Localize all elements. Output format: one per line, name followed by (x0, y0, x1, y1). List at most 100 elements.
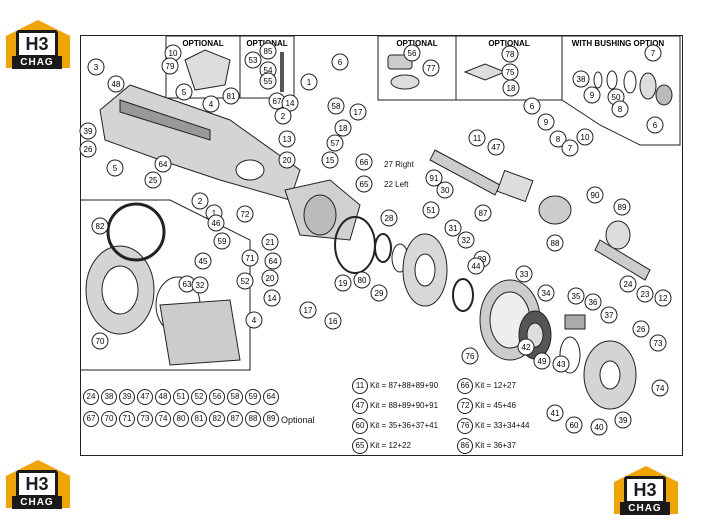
callout-29: 29 (370, 284, 388, 302)
callout-60: 60 (565, 416, 583, 434)
callout-9: 9 (537, 113, 555, 131)
callout-number: 80 (358, 276, 367, 285)
callout-number: 37 (605, 311, 614, 320)
optional-part-number: 88 (245, 410, 261, 427)
optional-part-number: 24 (83, 388, 99, 405)
callout-number: 63 (183, 280, 192, 289)
callout-number: 89 (618, 203, 627, 212)
optional-box-4-title: OPTIONAL (488, 39, 529, 48)
callout-number: 45 (199, 257, 208, 266)
callout-number: 39 (619, 416, 628, 425)
callout-number: 20 (283, 156, 292, 165)
callout-number: 87 (479, 209, 488, 218)
callout-number: 66 (360, 158, 369, 167)
callout-number: 82 (96, 222, 105, 231)
callout-8: 8 (549, 130, 567, 148)
callout-17: 17 (299, 301, 317, 319)
callout-34: 34 (537, 284, 555, 302)
callout-number: 35 (572, 292, 581, 301)
kit-number: 65 (352, 438, 368, 454)
callout-number: 51 (427, 206, 436, 215)
optional-box-1-title: OPTIONAL (182, 39, 223, 48)
optional-part-number: 56 (209, 388, 225, 405)
callout-number: 26 (637, 325, 646, 334)
callout-number: 70 (96, 337, 105, 346)
callout-number: 28 (385, 214, 394, 223)
callout-56: 56 (403, 44, 421, 62)
callout-39: 39 (79, 122, 97, 140)
callout-number: 65 (360, 180, 369, 189)
callout-2: 2 (191, 192, 209, 210)
callout-21: 21 (261, 233, 279, 251)
callout-number: 23 (641, 290, 650, 299)
callout-32: 32 (457, 231, 475, 249)
callout-25: 25 (144, 171, 162, 189)
callout-14: 14 (281, 94, 299, 112)
logo-tag-text: CHAG (620, 502, 670, 515)
callout-number: 74 (656, 384, 665, 393)
callout-42: 42 (517, 338, 535, 356)
kit-number: 76 (457, 418, 473, 434)
kit-text: Kit = 36+37 (475, 441, 516, 451)
optional-part-number: 73 (137, 410, 153, 427)
callout-17: 17 (349, 103, 367, 121)
callout-number: 29 (375, 289, 384, 298)
callout-number: 56 (408, 49, 417, 58)
callout-number: 47 (492, 143, 501, 152)
callout-number: 32 (462, 236, 471, 245)
callout-number: 72 (241, 210, 250, 219)
callout-number: 54 (264, 66, 273, 75)
callout-number: 81 (227, 92, 236, 101)
optional-part-number: 80 (173, 410, 189, 427)
callout-18: 18 (502, 79, 520, 97)
callout-number: 77 (427, 64, 436, 73)
callout-number: 11 (473, 134, 482, 143)
callout-number: 7 (568, 144, 573, 153)
kit-text: Kit = 45+46 (475, 401, 516, 411)
brand-logo-bottom-left: H3 CHAG (6, 460, 70, 509)
callout-64: 64 (154, 155, 172, 173)
optional-part-number: 67 (83, 410, 99, 427)
callout-89: 89 (613, 198, 631, 216)
optional-part-number: 39 (119, 388, 135, 405)
callout-number: 10 (169, 49, 178, 58)
callout-number: 13 (283, 135, 292, 144)
logo-brand-text: H3 (16, 470, 58, 498)
callout-36: 36 (584, 293, 602, 311)
callout-number: 64 (269, 257, 278, 266)
callout-number: 21 (266, 238, 275, 247)
optional-part-number: 74 (155, 410, 171, 427)
callout-65: 65 (355, 175, 373, 193)
kit-text: Kit = 12+27 (475, 381, 516, 391)
callout-number: 71 (246, 254, 255, 263)
callout-2: 2 (274, 107, 292, 125)
callout-26: 26 (79, 140, 97, 158)
axle-housing (99, 84, 301, 201)
callout-number: 29 (478, 255, 487, 264)
kit-number: 66 (457, 378, 473, 394)
callout-number: 52 (241, 277, 250, 286)
callout-77: 77 (422, 59, 440, 77)
callout-85: 85 (259, 42, 277, 60)
callout-7: 7 (561, 139, 579, 157)
callout-35: 35 (567, 287, 585, 305)
callout-28: 28 (380, 209, 398, 227)
callout-number: 17 (354, 108, 363, 117)
optional-part-number: 81 (191, 410, 207, 427)
brand-logo-bottom-right: H3 CHAG (614, 466, 678, 515)
kit-number: 72 (457, 398, 473, 414)
kit-number: 11 (352, 378, 368, 394)
optional-part-number: 89 (263, 410, 279, 427)
callout-88: 88 (546, 234, 564, 252)
callout-number: 91 (430, 174, 439, 183)
callout-number: 49 (538, 357, 547, 366)
callout-number: 34 (542, 289, 551, 298)
kit-text: Kit = 88+89+90+91 (370, 401, 439, 411)
callout-49: 49 (533, 352, 551, 370)
callout-45: 45 (194, 252, 212, 270)
